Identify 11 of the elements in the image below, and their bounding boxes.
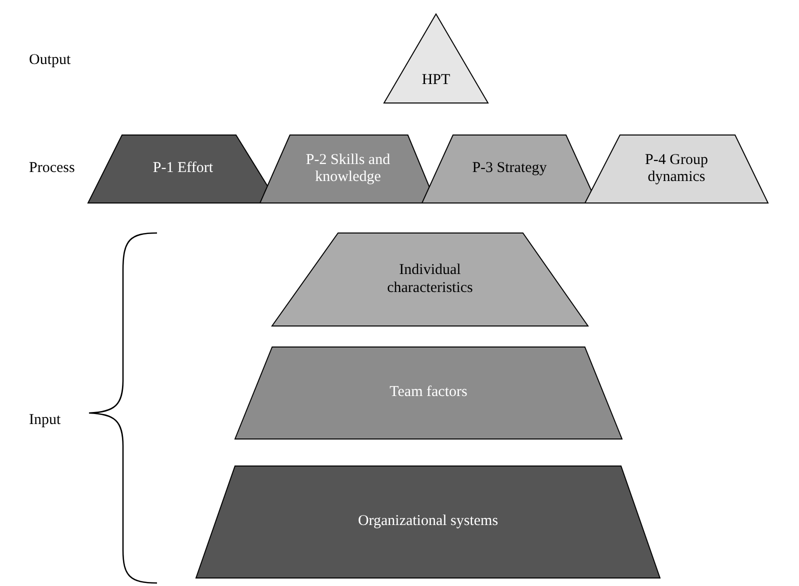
shape-label: Organizational systems	[358, 513, 498, 531]
shape-label: Individual characteristics	[386, 262, 474, 297]
shape-label: HPT	[422, 71, 450, 90]
row-label: Input	[29, 412, 61, 429]
row-label: Output	[29, 52, 71, 69]
row-label: Process	[29, 160, 75, 177]
shape-label: P-4 Group dynamics	[644, 152, 709, 186]
shape-label: Team factors	[390, 384, 468, 402]
shape-label: P-3 Strategy	[472, 160, 547, 178]
shape-label: P-1 Effort	[152, 160, 214, 178]
shape-label: P-2 Skills and knowledge	[304, 152, 392, 186]
